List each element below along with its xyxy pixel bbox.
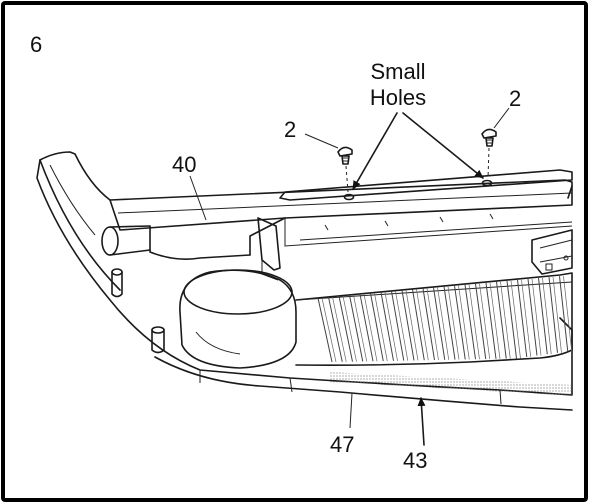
leader-part-40 [189,175,207,221]
leader-screw-left [304,133,339,149]
small-holes-label-line2: Holes [370,85,426,110]
small-holes-label-line1: Small [370,59,425,84]
screw-right-label: 2 [509,86,521,111]
step-number: 6 [30,32,42,57]
part-43-label: 43 [403,448,427,473]
screw-left-label: 2 [284,117,296,142]
arrow-icon [402,112,484,179]
part-40-label: 40 [172,152,196,177]
ribbed-deck [295,272,573,396]
part-47-label: 47 [330,432,354,457]
round-cover [179,269,297,369]
screw-icon [481,128,497,179]
leader-part-47 [349,392,353,429]
small-hole-left [343,193,355,201]
arrow-icon [417,397,426,446]
arrow-icon [352,112,398,190]
small-hole-right [481,179,493,187]
leader-screw-right [493,107,510,129]
frame-rail [101,169,573,281]
screw-icon [337,146,353,193]
small-holes-arrows [352,112,484,190]
right-bracket [531,185,573,275]
